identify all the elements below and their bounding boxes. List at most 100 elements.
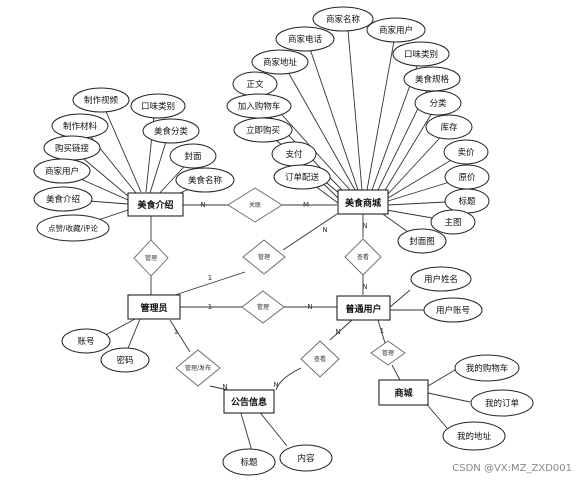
attr-mall-add-cart: 加入购物车 xyxy=(226,93,292,119)
entity-normal-user: 普通用户 xyxy=(336,295,391,321)
attr-mall-cover-image: 封面图 xyxy=(397,228,447,254)
attr-intro-materials: 制作材料 xyxy=(51,113,109,139)
svg-text:查看: 查看 xyxy=(314,355,326,363)
attr-mall-main-image: 主图 xyxy=(430,209,476,235)
attr-mall-price: 卖价 xyxy=(443,139,489,165)
svg-text:原价: 原价 xyxy=(458,173,476,183)
relation-intro-mall: 关联 xyxy=(227,187,283,223)
attr-intro-video: 制作视频 xyxy=(72,87,130,113)
svg-text:美食介绍: 美食介绍 xyxy=(137,199,173,211)
card-1-user-shop: 1 xyxy=(380,327,384,335)
card-n-user-mall-bottom: N xyxy=(362,283,367,291)
card-n-notice-user: N xyxy=(273,381,278,389)
svg-text:库存: 库存 xyxy=(440,122,458,133)
svg-text:管理员: 管理员 xyxy=(140,302,167,314)
attr-mall-title: 标题 xyxy=(444,188,490,214)
relation-user-mall: 查看 xyxy=(344,238,382,276)
attr-user-name: 用户姓名 xyxy=(410,266,472,292)
svg-text:主图: 主图 xyxy=(444,217,461,228)
svg-text:点赞/收藏/评论: 点赞/收藏/评论 xyxy=(48,223,99,233)
svg-text:标题: 标题 xyxy=(240,457,258,468)
card-n-admin-mall: N xyxy=(322,226,327,234)
relation-user-notice: 查看 xyxy=(300,340,340,378)
attr-shop-address: 我的地址 xyxy=(442,421,506,451)
svg-text:制作视频: 制作视频 xyxy=(84,95,119,106)
svg-text:管理: 管理 xyxy=(257,303,269,311)
card-1-admin-user: 1 xyxy=(208,303,212,311)
attr-shop-cart: 我的购物车 xyxy=(454,354,520,382)
attr-admin-account: 账号 xyxy=(61,328,111,354)
relation-admin-user: 管理 xyxy=(241,290,285,324)
attr-mall-merchant-phone: 商家电话 xyxy=(275,26,335,52)
svg-text:分类: 分类 xyxy=(429,98,447,109)
svg-text:管理: 管理 xyxy=(258,253,270,261)
svg-text:商家电话: 商家电话 xyxy=(288,34,323,45)
svg-text:账号: 账号 xyxy=(77,337,94,347)
attr-intro-category: 美食分类 xyxy=(142,118,200,144)
svg-text:封面: 封面 xyxy=(184,151,202,162)
card-1-admin-mall: 1 xyxy=(208,274,212,282)
attr-admin-password: 密码 xyxy=(100,347,150,373)
entity-admin: 管理员 xyxy=(127,294,181,320)
svg-text:内容: 内容 xyxy=(297,453,315,464)
svg-text:口味类别: 口味类别 xyxy=(141,101,175,112)
relation-user-shop: 管理 xyxy=(370,340,406,366)
svg-text:加入购物车: 加入购物车 xyxy=(238,101,281,112)
entity-food-mall: 美食商城 xyxy=(337,189,389,215)
card-1-admin-notice: 1 xyxy=(174,328,178,336)
svg-text:标题: 标题 xyxy=(458,196,476,207)
svg-text:商家名称: 商家名称 xyxy=(326,14,361,25)
attr-intro-like-fav-comment: 点赞/收藏/评论 xyxy=(36,214,110,242)
svg-text:美食分类: 美食分类 xyxy=(154,126,189,137)
card-n-intro: N xyxy=(200,201,205,209)
attr-mall-merchant-user: 商家用户 xyxy=(366,17,426,43)
relation-admin-mall: 管理 xyxy=(242,239,286,275)
svg-text:商家用户: 商家用户 xyxy=(45,166,79,177)
svg-text:商家用户: 商家用户 xyxy=(379,25,413,36)
svg-text:口味类别: 口味类别 xyxy=(404,49,438,60)
entity-notice: 公告信息 xyxy=(223,389,275,414)
attr-mall-category: 分类 xyxy=(414,90,462,116)
relation-admin-notice: 管理/发布 xyxy=(175,349,221,387)
attr-shop-orders: 我的订单 xyxy=(470,389,534,417)
svg-text:美食介绍: 美食介绍 xyxy=(46,194,80,205)
svg-text:封面图: 封面图 xyxy=(409,236,435,247)
attr-mall-food-spec: 美食规格 xyxy=(403,66,461,92)
relation-admin-intro: 管理 xyxy=(133,239,169,277)
svg-text:管理: 管理 xyxy=(145,254,157,262)
attr-mall-merchant-name: 商家名称 xyxy=(312,6,374,32)
attr-mall-original-price: 原价 xyxy=(444,164,490,190)
svg-text:制作材料: 制作材料 xyxy=(63,121,98,132)
svg-text:我的订单: 我的订单 xyxy=(485,398,520,409)
svg-text:立即购买: 立即购买 xyxy=(246,125,280,136)
svg-text:普通用户: 普通用户 xyxy=(345,303,381,315)
svg-text:订单配送: 订单配送 xyxy=(285,172,320,183)
svg-text:我的地址: 我的地址 xyxy=(457,431,492,442)
svg-text:美食商城: 美食商城 xyxy=(345,197,381,209)
attr-mall-merchant-address: 商家地址 xyxy=(251,49,309,75)
attr-intro-merchant-user: 商家用户 xyxy=(33,158,91,184)
svg-text:美食名称: 美食名称 xyxy=(188,175,223,186)
attr-intro-cover: 封面 xyxy=(169,143,217,169)
svg-text:管理: 管理 xyxy=(382,349,394,357)
attr-mall-stock: 库存 xyxy=(425,114,473,140)
svg-text:用户姓名: 用户姓名 xyxy=(424,274,458,285)
attr-user-account: 用户账号 xyxy=(423,297,483,323)
card-n-user-mall-top: N xyxy=(362,222,367,230)
svg-text:正文: 正文 xyxy=(246,79,264,90)
attr-mall-buy-now: 立即购买 xyxy=(233,117,293,143)
svg-text:支付: 支付 xyxy=(285,149,303,160)
card-n-user-notice: N xyxy=(335,328,340,336)
card-m-mall: M xyxy=(303,201,309,209)
svg-text:公告信息: 公告信息 xyxy=(231,396,267,408)
attr-intro-buy-link: 购买链接 xyxy=(43,135,101,161)
card-n-admin-user: N xyxy=(307,303,312,311)
svg-text:关联: 关联 xyxy=(249,201,261,209)
attr-intro-food-name: 美食名称 xyxy=(175,167,235,193)
card-n-admin-notice: N xyxy=(222,383,227,391)
svg-text:查看: 查看 xyxy=(357,253,369,261)
attr-intro-flavor: 口味类别 xyxy=(130,93,186,119)
attr-mall-order-delivery: 订单配送 xyxy=(273,164,331,190)
svg-text:购买链接: 购买链接 xyxy=(55,143,90,154)
